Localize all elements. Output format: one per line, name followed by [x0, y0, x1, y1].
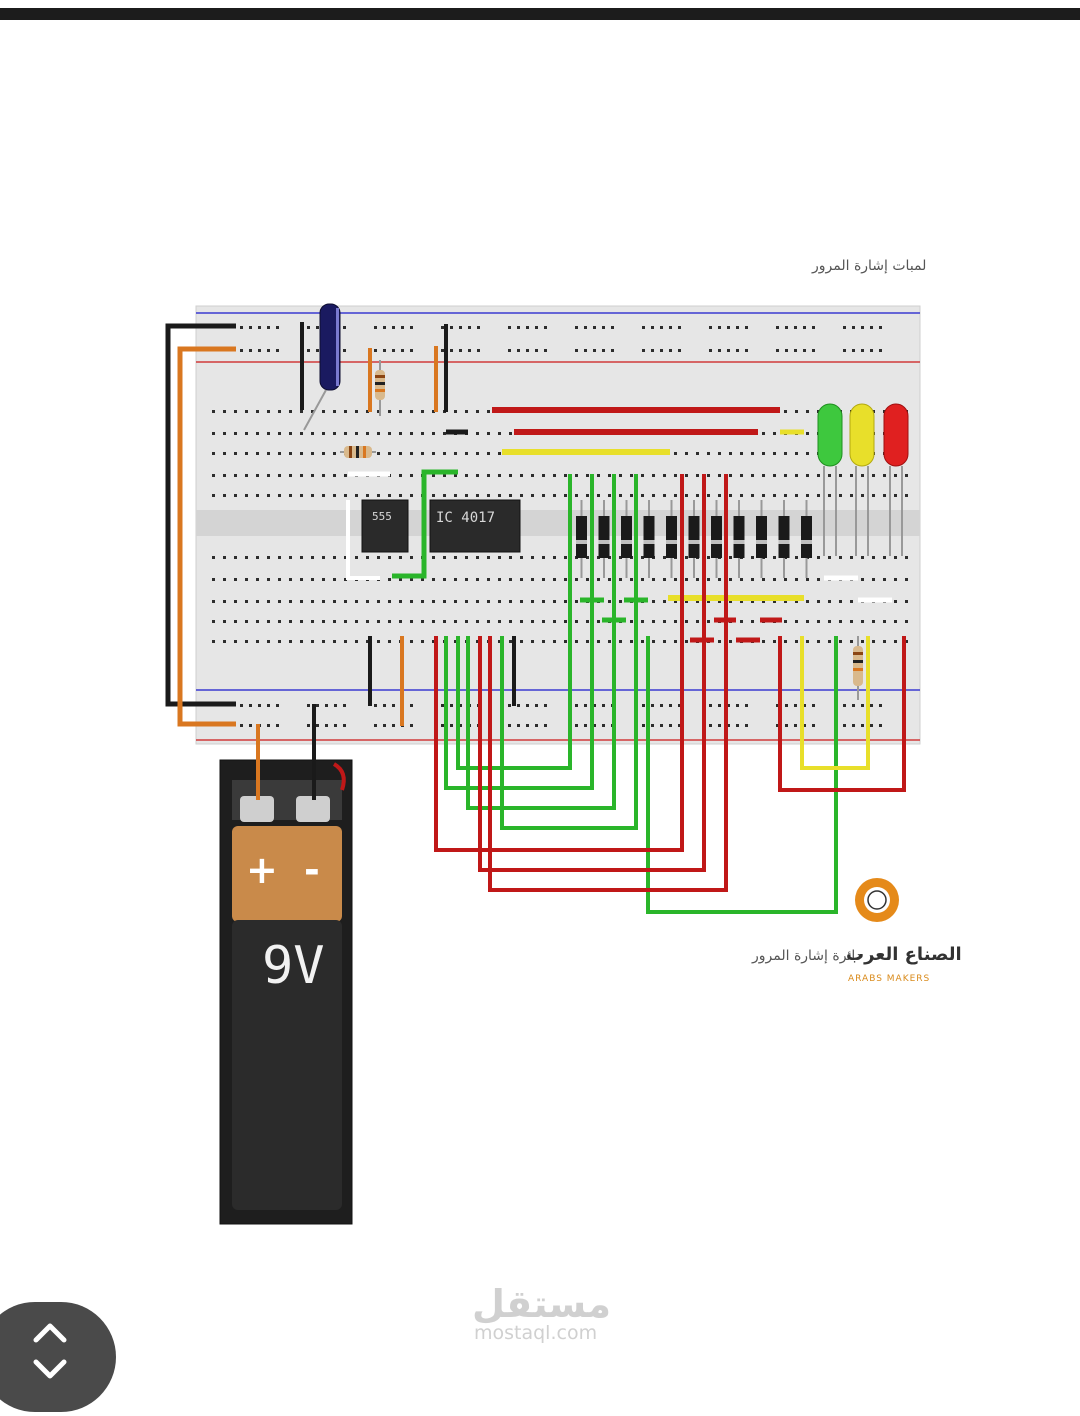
ic-4017 — [429, 499, 521, 553]
wires-red — [434, 474, 906, 892]
diagram-title: لمبات إشارة المرور — [812, 258, 927, 274]
chevron-up-icon — [33, 1323, 67, 1343]
wire-orange-rail — [177, 346, 236, 727]
wire-yellow-loop — [800, 636, 870, 770]
resistor-2 — [340, 446, 376, 458]
led-red — [883, 403, 909, 556]
chip-4017-label: IC 4017 — [436, 510, 496, 526]
capacitor — [319, 303, 341, 391]
battery-minus-sign: - — [304, 848, 320, 892]
led-green — [817, 403, 843, 556]
battery-plus-sign: + — [246, 848, 278, 892]
battery-voltage-label: 9V — [262, 936, 325, 996]
resistor-1 — [375, 360, 385, 416]
chip-555-label: 555 — [372, 510, 392, 523]
wires-green — [444, 474, 838, 914]
resistor-3 — [853, 636, 863, 700]
ic-555 — [361, 499, 409, 553]
watermark-arabic: مستقل — [472, 1282, 611, 1326]
wire-black-rail — [165, 323, 236, 707]
battery-9v — [219, 704, 353, 1225]
watermark-english: mostaql.com — [474, 1322, 598, 1344]
brand-logo — [855, 878, 899, 922]
short-red-jumpers — [690, 617, 782, 643]
short-green-jumpers — [580, 597, 648, 623]
breadboard-channel — [196, 510, 920, 536]
diode-array — [576, 500, 812, 578]
scroll-toggle-button[interactable] — [0, 1302, 116, 1412]
top-bar — [0, 8, 1080, 20]
brand-name-arabic: الصناع العرب — [846, 944, 962, 965]
brand-name-english: ARABS MAKERS — [848, 974, 931, 984]
diagram-caption: دائرة إشارة المرور — [752, 948, 862, 964]
led-yellow — [849, 403, 875, 556]
circuit-diagram — [165, 303, 921, 1225]
chevron-down-icon — [33, 1359, 67, 1379]
